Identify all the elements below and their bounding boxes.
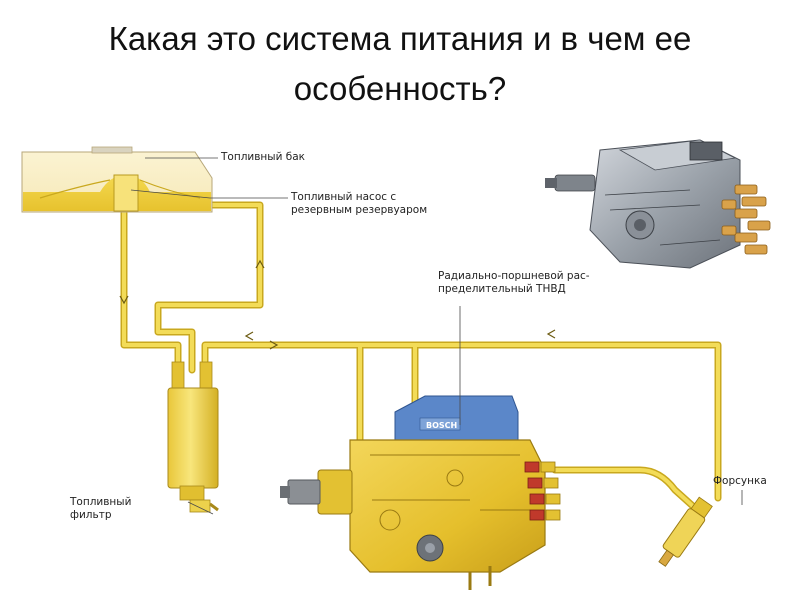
fuel-pump-label: Топливный насос с резервным резервуаром (291, 191, 427, 217)
slide-title: Какая это система питания и в чем ее осо… (0, 14, 800, 114)
hpfp-label: Радиально-поршневой рас- пределительный … (438, 270, 590, 296)
fuel-tank-label: Топливный бак (221, 151, 305, 164)
injection-pump-icon: BOSCH (280, 395, 561, 590)
fuel-pump-label-line-1: Топливный насос с (291, 191, 397, 203)
filter-label-line-1: Топливный (70, 496, 132, 508)
fuel-tank-icon (21, 146, 213, 213)
fuel-pump-label-line-2: резервным резервуаром (291, 204, 428, 216)
hpfp-label-line-2: пределительный ТНВД (438, 283, 566, 295)
fuel-tank-label-text: Топливный бак (221, 151, 305, 163)
leader-lines (130, 157, 743, 515)
flow-arrow-icon (119, 259, 556, 350)
slide-title-line-2: особенность? (293, 70, 507, 107)
pump-photo-icon (545, 139, 771, 269)
filter-label: Топливный фильтр (70, 496, 131, 522)
fuel-lines (120, 201, 722, 512)
pump-brand-label: BOSCH (426, 421, 457, 430)
injector-label-text: Форсунка (713, 475, 767, 487)
fuel-filter-icon (167, 361, 219, 513)
slide-title-line-1: Какая это система питания и в чем ее (108, 20, 692, 57)
injector-icon (658, 496, 713, 567)
hpfp-label-line-1: Радиально-поршневой рас- (438, 270, 590, 282)
filter-label-line-2: фильтр (70, 509, 112, 521)
injector-label: Форсунка (713, 475, 767, 488)
